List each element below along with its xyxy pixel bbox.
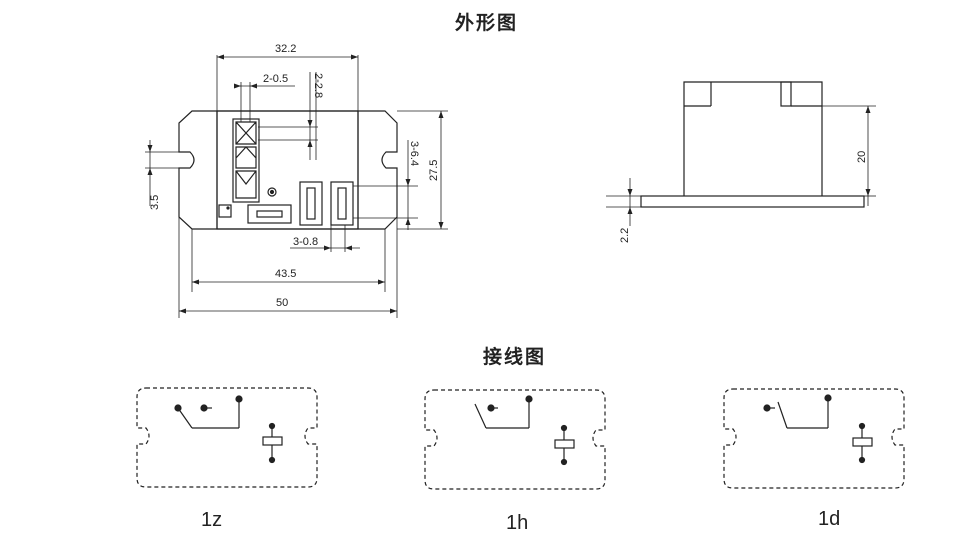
mounting-indicator-circle (267, 187, 277, 197)
dim-flange-thickness: 2.2 (619, 228, 631, 243)
relay-top-view: 32.2 2-0.5 2-2.8 3.5 3-6.4 27.5 3-0.8 43… (145, 43, 448, 318)
dim-width-top: 32.2 (275, 43, 296, 55)
variant-label-1d: 1d (818, 508, 841, 530)
dim-hole-dia: 2-0.5 (263, 73, 288, 85)
contact-block (232, 118, 260, 203)
contact-upper (235, 121, 257, 145)
dim-side-height: 20 (856, 151, 868, 163)
wiring-outline-1z (136, 387, 318, 488)
contact-lower (235, 170, 257, 199)
relay-side-view: 20 2.2 (606, 81, 876, 243)
terminal-slot-horizontal (247, 204, 292, 224)
dim-hole-pitch: 2-2.8 (312, 73, 324, 98)
wiring-diagram-1d (723, 388, 905, 489)
side-flange (640, 195, 865, 208)
variant-label-1h: 1h (506, 512, 529, 534)
wiring-outline-1d (723, 388, 905, 489)
wiring-diagram-1z (136, 387, 318, 488)
relay-inner-plate (217, 111, 358, 229)
wiring-diagram-1h (424, 389, 606, 490)
outline-dimension-lines (145, 55, 448, 318)
dim-height: 27.5 (428, 160, 440, 181)
wiring-diagram-title: 接线图 (483, 346, 547, 368)
outline-drawing-title: 外形图 (455, 12, 519, 34)
contact-middle (235, 146, 257, 169)
side-body-outline (683, 81, 823, 196)
corner-marker (218, 204, 232, 218)
terminal-vertical-2 (330, 181, 354, 226)
dim-overall-width: 50 (276, 297, 288, 309)
relay-housing (216, 110, 359, 230)
dim-pin-width: 3-6.4 (408, 141, 420, 166)
wiring-outline-1h (424, 389, 606, 490)
terminal-vertical-1 (299, 181, 323, 226)
dim-terminal-pitch: 3-0.8 (293, 236, 318, 248)
relay-base-outline (178, 110, 398, 230)
dim-mount-pitch: 43.5 (275, 268, 296, 280)
dim-slot: 3.5 (149, 195, 161, 210)
variant-label-1z: 1z (201, 509, 223, 531)
